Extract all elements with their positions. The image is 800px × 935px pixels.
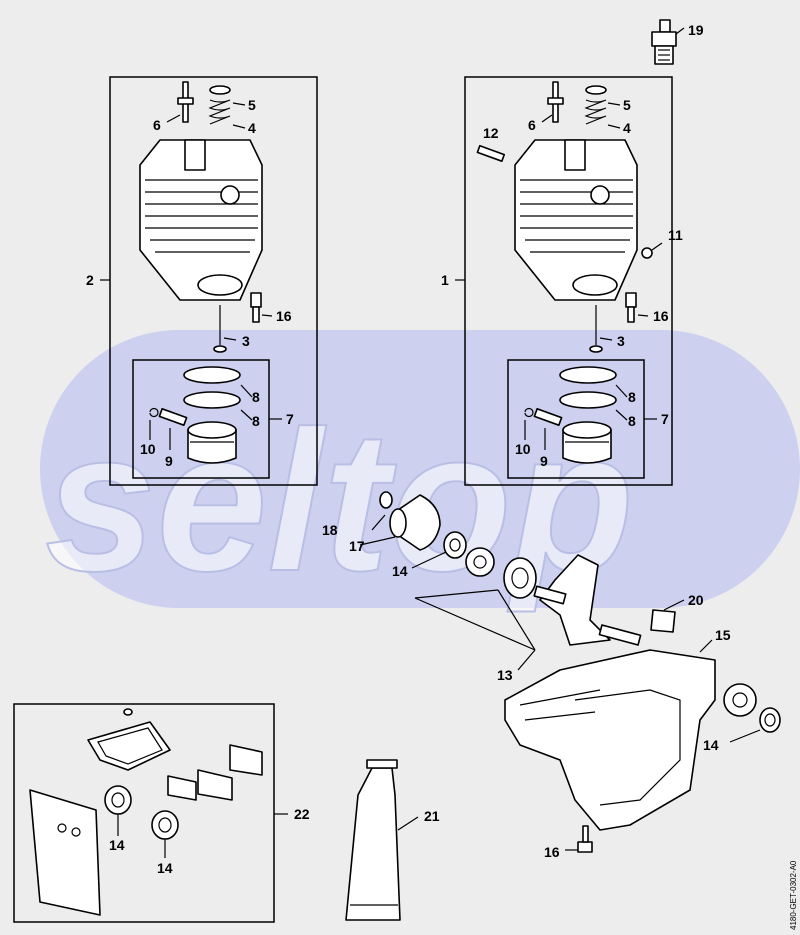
crank-assembly [359,491,642,671]
callout-5-left: 5 [248,97,256,113]
callout-13: 13 [497,667,513,683]
callout-4-right: 4 [623,120,631,136]
callout-22: 22 [294,806,310,822]
spark-plug [651,19,685,65]
callout-14-kit-a: 14 [109,837,125,853]
callout-10-left: 10 [140,441,156,457]
sealant-tube [345,759,419,921]
gasket-kit [13,703,288,923]
callout-7-left: 7 [286,411,294,427]
cylinder-kit-left [100,76,318,486]
callout-12: 12 [483,125,499,141]
callout-6-left: 6 [153,117,161,133]
callout-14-crank: 14 [392,563,408,579]
callout-16-right: 16 [653,308,669,324]
callout-6-right: 6 [528,117,536,133]
callout-1: 1 [441,272,449,288]
callout-14-kit-b: 14 [157,860,173,876]
callout-16-case: 16 [544,844,560,860]
callout-17: 17 [349,538,365,554]
cylinder-kit-right [455,76,673,486]
callout-10-right: 10 [515,441,531,457]
crankcase [504,599,781,853]
callout-8a-right: 8 [628,389,636,405]
callout-20: 20 [688,592,704,608]
cylinder-left [139,139,263,301]
callout-2: 2 [86,272,94,288]
callout-9-right: 9 [540,453,548,469]
callout-11: 11 [668,227,683,243]
callout-8a-left: 8 [252,389,260,405]
callout-3-right: 3 [617,333,625,349]
callout-8b-left: 8 [252,413,260,429]
watermark: seltop [40,330,800,614]
callout-16-left: 16 [276,308,292,324]
callout-3-left: 3 [242,333,250,349]
document-number: 4180-GET-0302-A0 [789,860,798,930]
callout-7-right: 7 [661,411,669,427]
callout-5-right: 5 [623,97,631,113]
callout-18: 18 [322,522,338,538]
callout-4-left: 4 [248,120,256,136]
callout-21: 21 [424,808,440,824]
callout-19: 19 [688,22,704,38]
cylinder-right [514,139,638,301]
callout-8b-right: 8 [628,413,636,429]
callout-14-case: 14 [703,737,719,753]
callout-15: 15 [715,627,731,643]
callout-9-left: 9 [165,453,173,469]
callout-labels: 19 2 5 6 4 16 3 8 8 7 10 9 1 5 6 4 12 11… [86,22,731,876]
